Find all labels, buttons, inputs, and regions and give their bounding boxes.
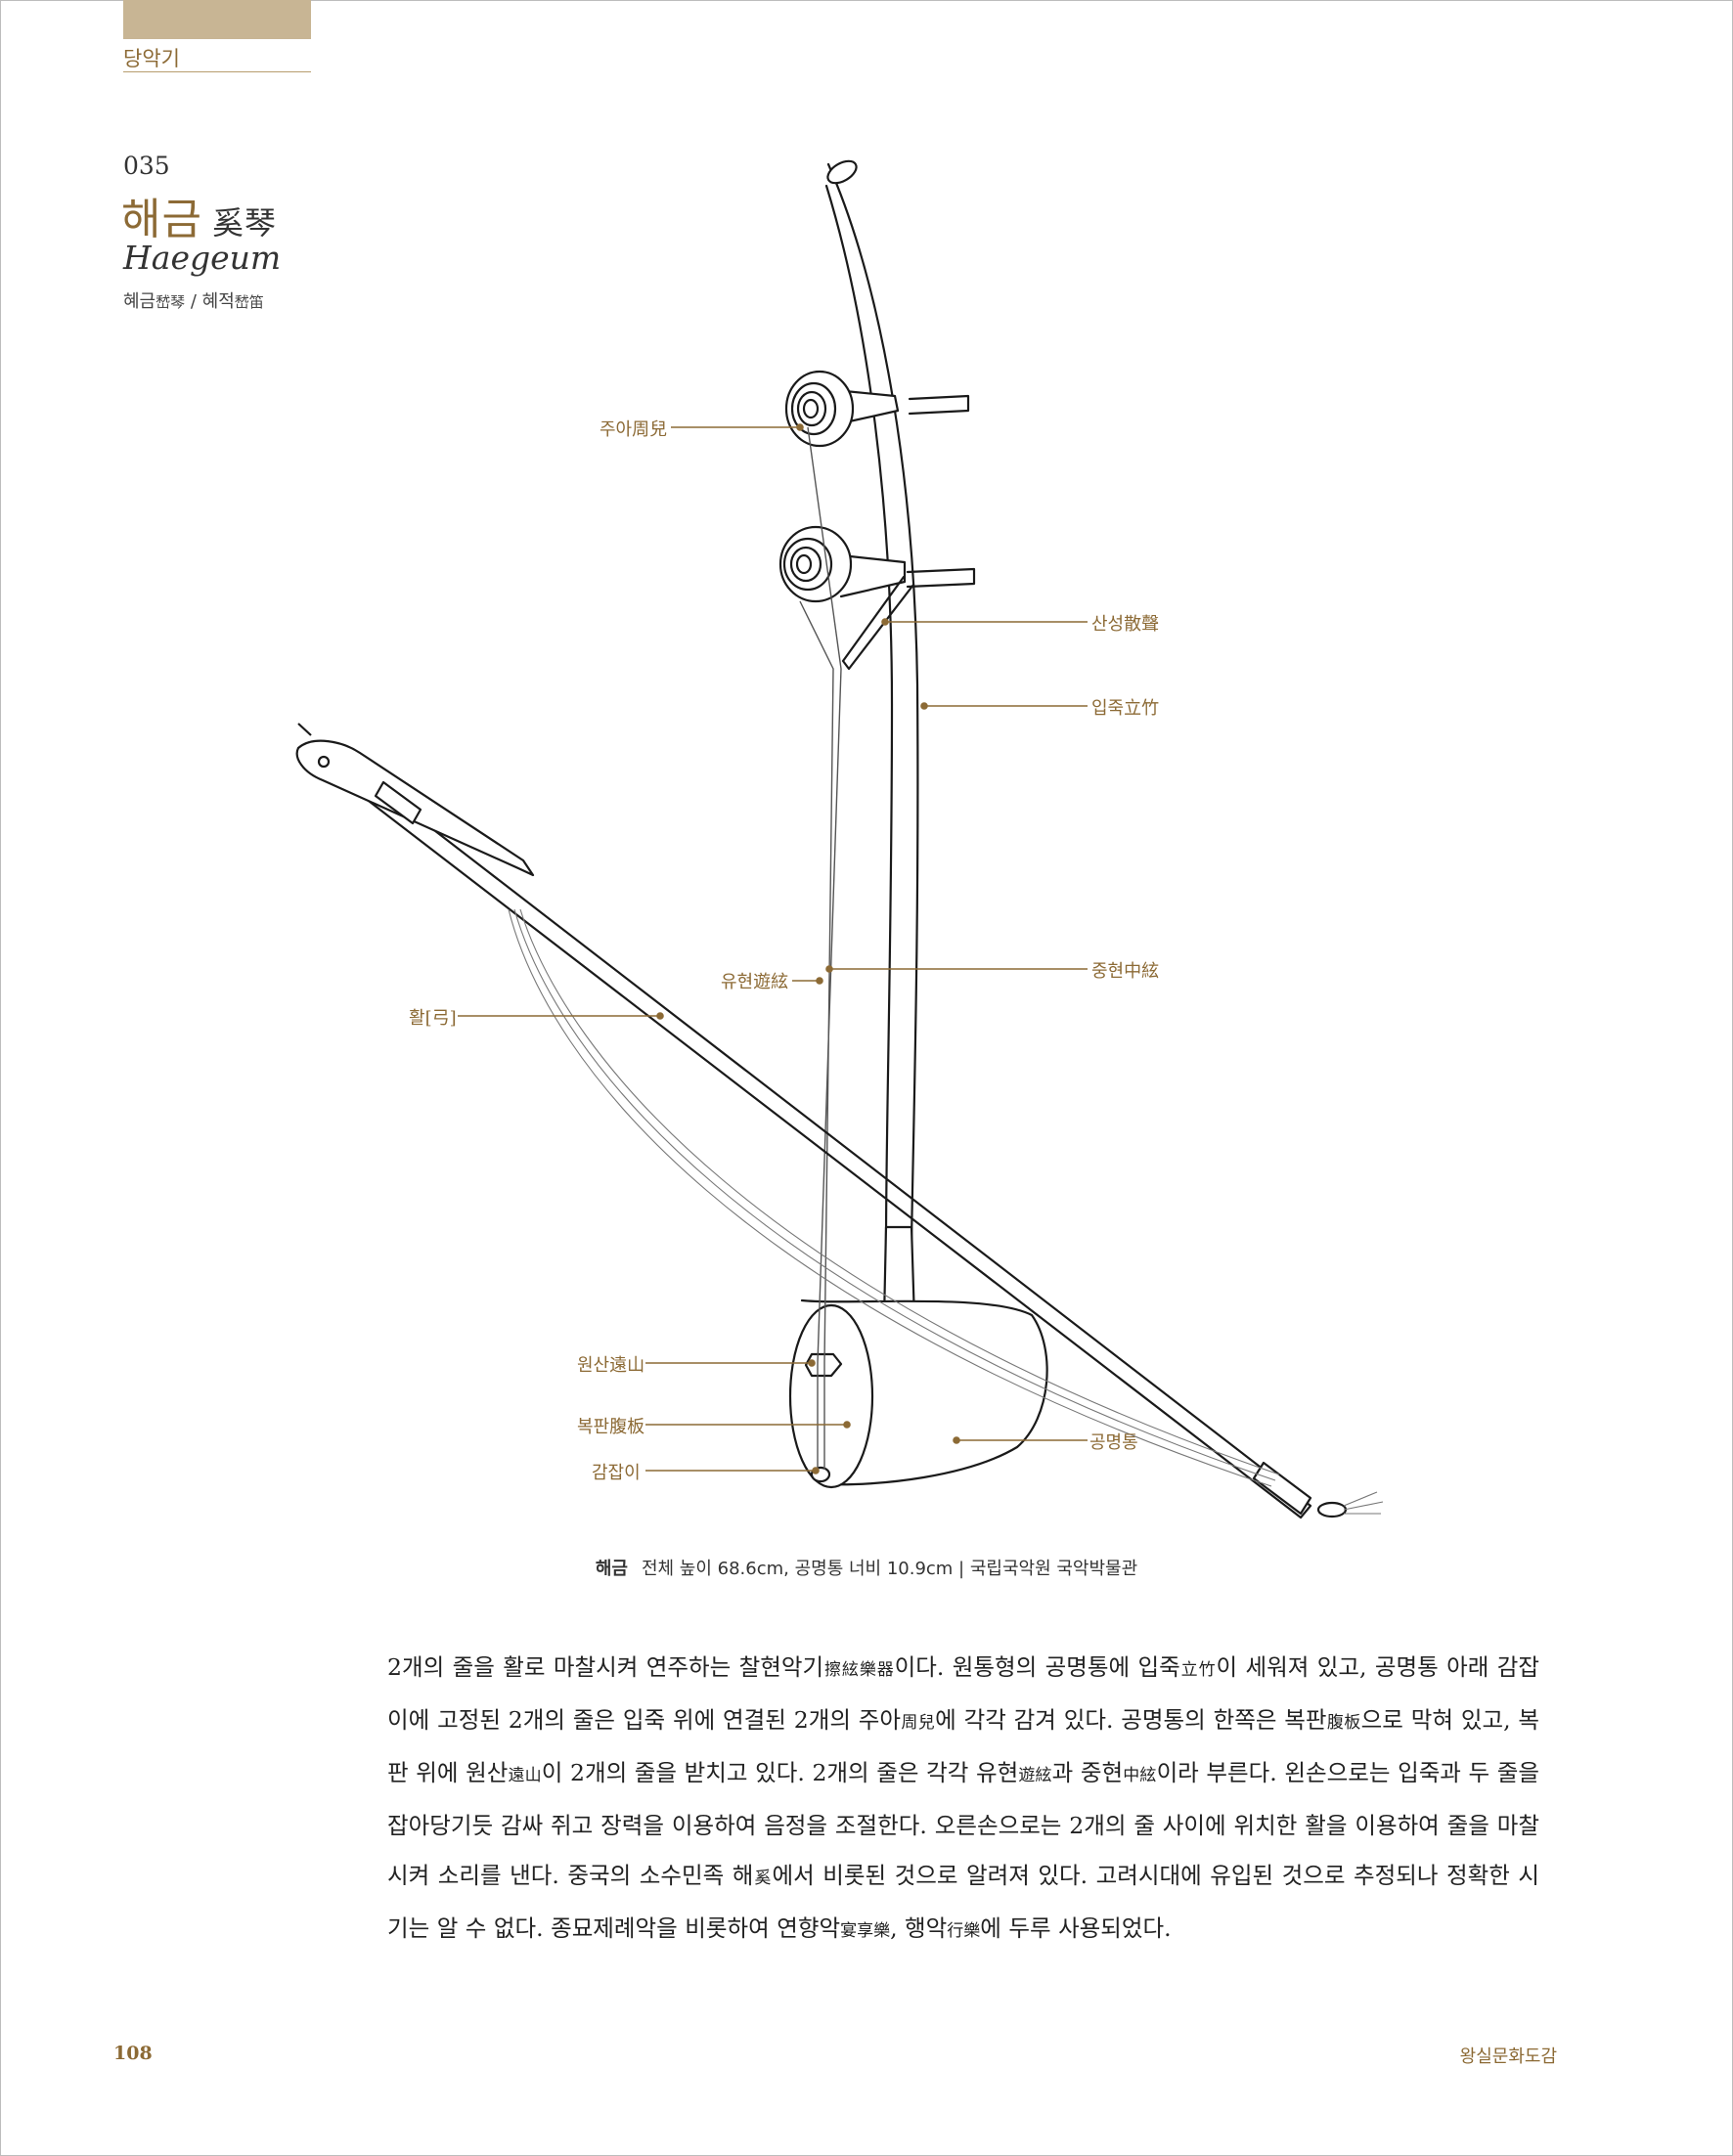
peg-rod-lower: [906, 567, 976, 589]
category-tab: [123, 0, 311, 39]
label-junghyeon-hanja: 中絃: [1124, 961, 1160, 982]
alt-separator: /: [185, 291, 202, 312]
body-hanja-7: 中絃: [1123, 1766, 1157, 1785]
body-text-3: 이 세워져 있고, 공명통 아래 감잡이에 고정된 2개의 줄은 입죽 위에 연…: [387, 1653, 1540, 1734]
category-label: 당악기: [123, 47, 180, 70]
body-text-8: 이라 부른다. 왼손으로는 입죽과 두 줄을 잡아당기듯 감싸 쥐고 장력을 이…: [387, 1759, 1540, 1889]
body-text-2: 이다. 원통형의 공명통에 입죽: [894, 1653, 1180, 1681]
bow-frog-hole: [317, 755, 331, 769]
label-junghyeon-hangul: 중현: [1091, 961, 1125, 982]
entry-number: 035: [123, 152, 170, 180]
category-rule: [123, 71, 311, 72]
body-hanja-4: 腹板: [1326, 1713, 1361, 1733]
body-hanja-1: 擦絃樂器: [823, 1660, 895, 1680]
body-text-11: 에 두루 사용되었다.: [980, 1914, 1172, 1942]
alt-name-1-hanja: 嵆琴: [156, 293, 186, 311]
label-wonsan-hanja: 遠山: [609, 1355, 645, 1376]
label-yuhyeon-hanja: 遊絃: [753, 972, 789, 992]
body-text-4: 에 각각 감겨 있다. 공명통의 한쪽은 복판: [935, 1706, 1327, 1734]
body-hanja-6: 遊絃: [1018, 1766, 1052, 1785]
entry-title-hangul: 해금: [121, 195, 202, 244]
body-hanja-3: 周兒: [901, 1713, 936, 1733]
bridge-wonsan: [804, 1352, 843, 1378]
alternate-names: 혜금嵆琴 / 혜적嵆笛: [123, 287, 264, 313]
sanseong-loop: [841, 575, 915, 671]
label-hwal-hangul: 활: [409, 1008, 425, 1029]
body-hanja-10: 行樂: [947, 1921, 981, 1941]
body-text-7: 과 중현: [1051, 1759, 1124, 1786]
label-jua: 주아周兒: [600, 416, 667, 441]
label-gongmyeongtong: 공명통: [1089, 1432, 1138, 1453]
label-yuhyeon: 유현遊絃: [721, 968, 788, 993]
peg-cone-lower: [839, 553, 907, 598]
label-sanseong-hanja: 散聲: [1124, 614, 1160, 635]
bow-hair: [508, 908, 1384, 1515]
neck-top: [826, 159, 858, 185]
figure-caption: 해금 전체 높이 68.6cm, 공명통 너비 10.9cm | 국립국악원 국악…: [0, 1555, 1733, 1580]
book-title: 왕실문화도감: [1459, 2046, 1557, 2067]
entry-romanization: Haegeum: [123, 239, 282, 277]
bow-stick: [322, 747, 1312, 1519]
bow-end: [1252, 1461, 1312, 1516]
label-wonsan: 원산遠山: [577, 1351, 644, 1377]
bow-tip: [297, 723, 312, 736]
label-ipjuk-hangul: 입죽: [1091, 698, 1125, 719]
label-junghyeon: 중현中絃: [1091, 957, 1159, 983]
body-paragraph: 2개의 줄을 활로 마찰시켜 연주하는 찰현악기擦絃樂器이다. 원통형의 공명통…: [387, 1643, 1539, 1957]
body-text-1: 2개의 줄을 활로 마찰시켜 연주하는 찰현악기: [387, 1653, 824, 1681]
label-bokpan-hanja: 腹板: [609, 1417, 645, 1437]
alt-name-2-hanja: 嵆笛: [234, 293, 264, 311]
label-sanseong-hangul: 산성: [1091, 614, 1125, 635]
entry-title-hanja: 奚琴: [211, 204, 277, 242]
body-text-5: 으로 막혀 있고, 복판 위에 원산: [387, 1706, 1539, 1786]
resonator-face-bokpan: [788, 1303, 874, 1489]
label-sanseong: 산성散聲: [1091, 610, 1159, 636]
body-text-10: , 행악: [890, 1914, 948, 1942]
body-text-9: 에서 비롯된 것으로 알려져 있다. 고려시대에 유입된 것으로 추정되나 정확…: [387, 1862, 1539, 1942]
string-junghyeon: [799, 600, 834, 1470]
bow-tassel-knot: [1316, 1501, 1348, 1518]
label-hwal-hanja: [弓]: [424, 1008, 457, 1029]
label-jua-hanja: 周兒: [632, 419, 668, 440]
body-hanja-2: 立竹: [1179, 1660, 1217, 1680]
bow-grip: [374, 780, 422, 825]
label-hwal: 활[弓]: [409, 1004, 457, 1030]
alt-name-1: 혜금: [123, 291, 156, 312]
label-gamjabi: 감잡이: [592, 1463, 641, 1483]
label-ipjuk: 입죽立竹: [1091, 694, 1159, 720]
caption-text: 전체 높이 68.6cm, 공명통 너비 10.9cm | 국립국악원 국악박물…: [641, 1559, 1138, 1579]
label-bokpan-hangul: 복판: [577, 1417, 610, 1437]
body-text-6: 이 2개의 줄을 받치고 있다. 2개의 줄은 각각 유현: [541, 1759, 1019, 1786]
label-yuhyeon-hangul: 유현: [721, 972, 754, 992]
body-hanja-8: 奚: [753, 1869, 773, 1888]
peg-lower: [778, 525, 853, 603]
page-number: 108: [113, 2043, 153, 2064]
body-hanja-5: 遠山: [508, 1766, 542, 1785]
alt-name-2: 혜적: [201, 291, 235, 312]
body-hanja-9: 宴享樂: [840, 1921, 891, 1941]
label-wonsan-hangul: 원산: [577, 1355, 610, 1376]
label-bokpan: 복판腹板: [577, 1413, 644, 1438]
peg-upper: [784, 370, 855, 448]
label-jua-hangul: 주아: [600, 419, 633, 440]
label-ipjuk-hanja: 立竹: [1124, 698, 1160, 719]
peg-rod-upper: [908, 394, 970, 416]
peg-cone-upper: [843, 389, 900, 424]
caption-name: 해금: [595, 1559, 628, 1579]
